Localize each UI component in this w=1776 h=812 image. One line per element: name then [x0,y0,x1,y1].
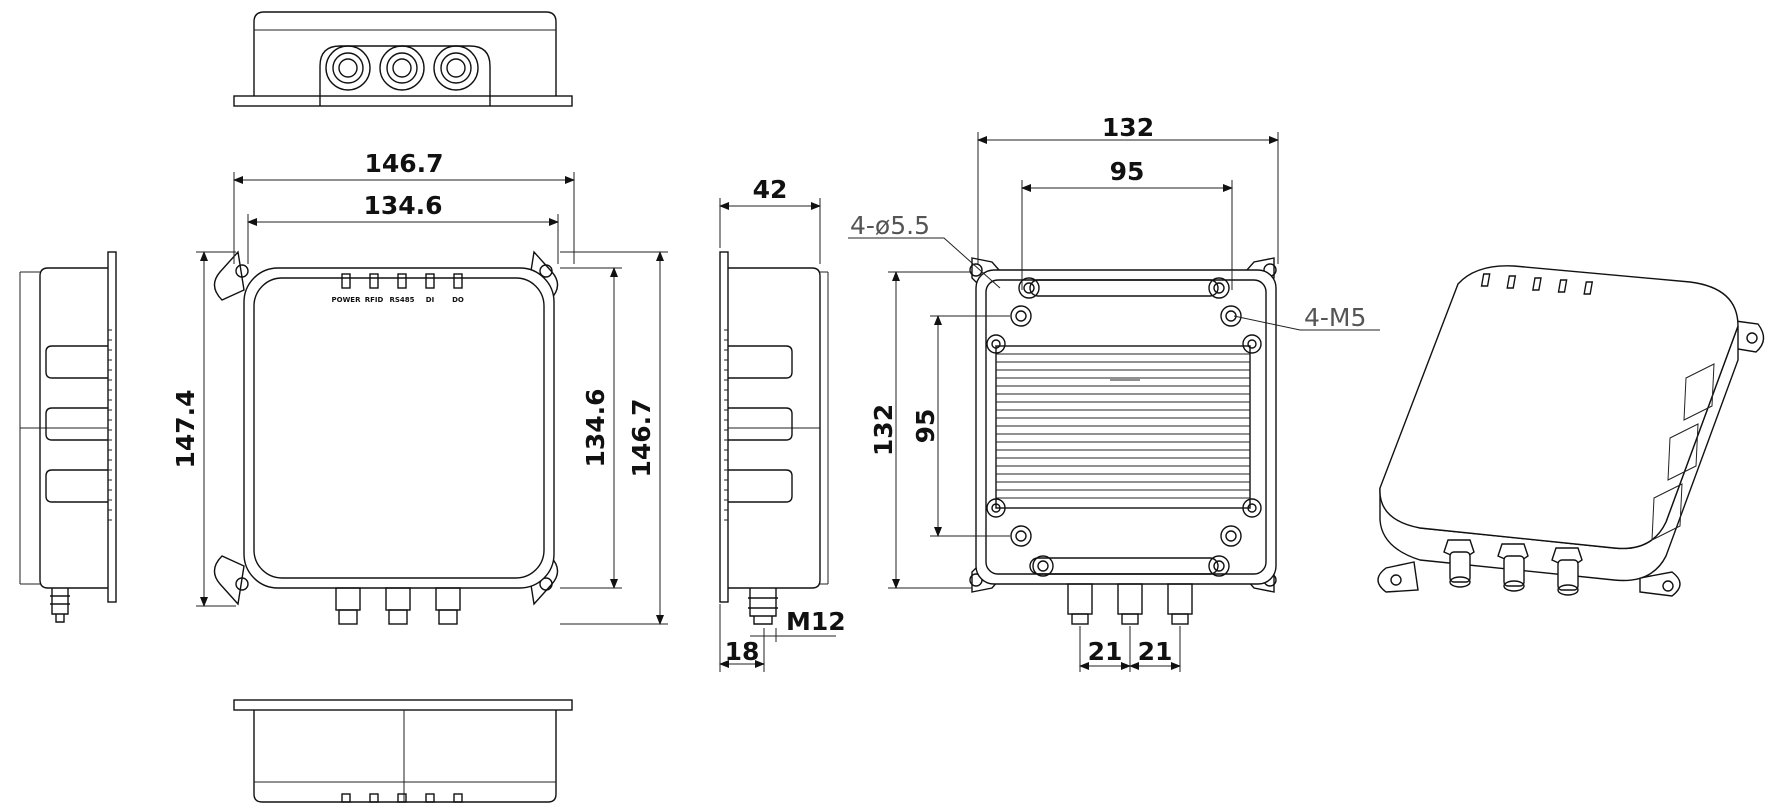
led-label-rs485: RS485 [389,296,414,304]
front-mount-flange [213,250,559,606]
iso-body-top [1379,265,1739,550]
right-side-connector [748,588,778,625]
left-side-view [19,251,117,623]
dim-connector-pitch-2: 21 [1138,637,1173,666]
dim-rear-width-outer: 132 [1102,113,1154,142]
dim-connector-pitch-1: 21 [1088,637,1123,666]
rear-top-slot [1029,279,1219,297]
rear-screws [986,277,1262,577]
dim-front-width-outer: 146.7 [364,149,443,178]
front-led-row: POWER RFID RS485 DI DO [332,273,464,304]
front-view: POWER RFID RS485 DI DO 146.7 134.6 147.4… [171,149,668,625]
rear-heatsink [995,345,1251,509]
dim-front-height-outer: 146.7 [627,398,656,477]
callout-threaded-holes: 4-M5 [1304,303,1366,332]
front-window [253,277,545,579]
iso-connectors [1443,539,1583,596]
rear-connectors [1067,583,1193,625]
front-mount-hole-br [539,577,553,591]
front-mount-hole-tl [235,264,249,278]
bottom-view [233,699,573,803]
front-connectors [335,587,461,625]
iso-mount-ear-back [1727,319,1765,353]
dim-side-depth: 42 [753,175,788,204]
rear-mount-hole-tl [969,263,983,277]
led-label-do: DO [452,296,464,304]
top-view [233,11,573,107]
dim-connector-thread: M12 [786,607,846,636]
top-connector-3 [433,45,479,91]
iso-mount-ear-left [1377,561,1419,593]
rear-heatsink-fins [996,353,1250,499]
rear-housing [975,269,1277,585]
rear-bottom-slot [1029,557,1219,575]
top-connector-2 [379,45,425,91]
isometric-view [1377,265,1765,597]
left-side-connector [50,588,70,623]
dim-front-height-inner: 134.6 [581,388,610,467]
dim-rear-height-outer: 132 [869,404,898,456]
dim-front-height-left: 147.4 [171,389,200,468]
dim-front-width-inner: 134.6 [363,191,442,220]
iso-led-row [1480,273,1594,295]
iso-mount-ear-right [1639,571,1681,597]
dim-rear-height-inner: 95 [911,409,940,444]
dim-rear-width-inner: 95 [1110,157,1145,186]
led-label-rfid: RFID [365,296,384,304]
led-label-di: DI [426,296,434,304]
led-label-power: POWER [332,296,362,304]
rear-view: 132 95 132 95 21 21 4-ø5.5 4-M5 [848,113,1380,672]
top-connector-1 [325,45,371,91]
front-mount-hole-tr [539,264,553,278]
left-side-fins [108,329,112,521]
dim-connector-offset: 18 [725,637,760,666]
callout-mount-holes: 4-ø5.5 [850,211,930,240]
front-housing [243,267,555,589]
front-mount-hole-bl [235,577,249,591]
right-side-fins [724,329,728,521]
right-side-view: 42 18 M12 [719,175,846,672]
